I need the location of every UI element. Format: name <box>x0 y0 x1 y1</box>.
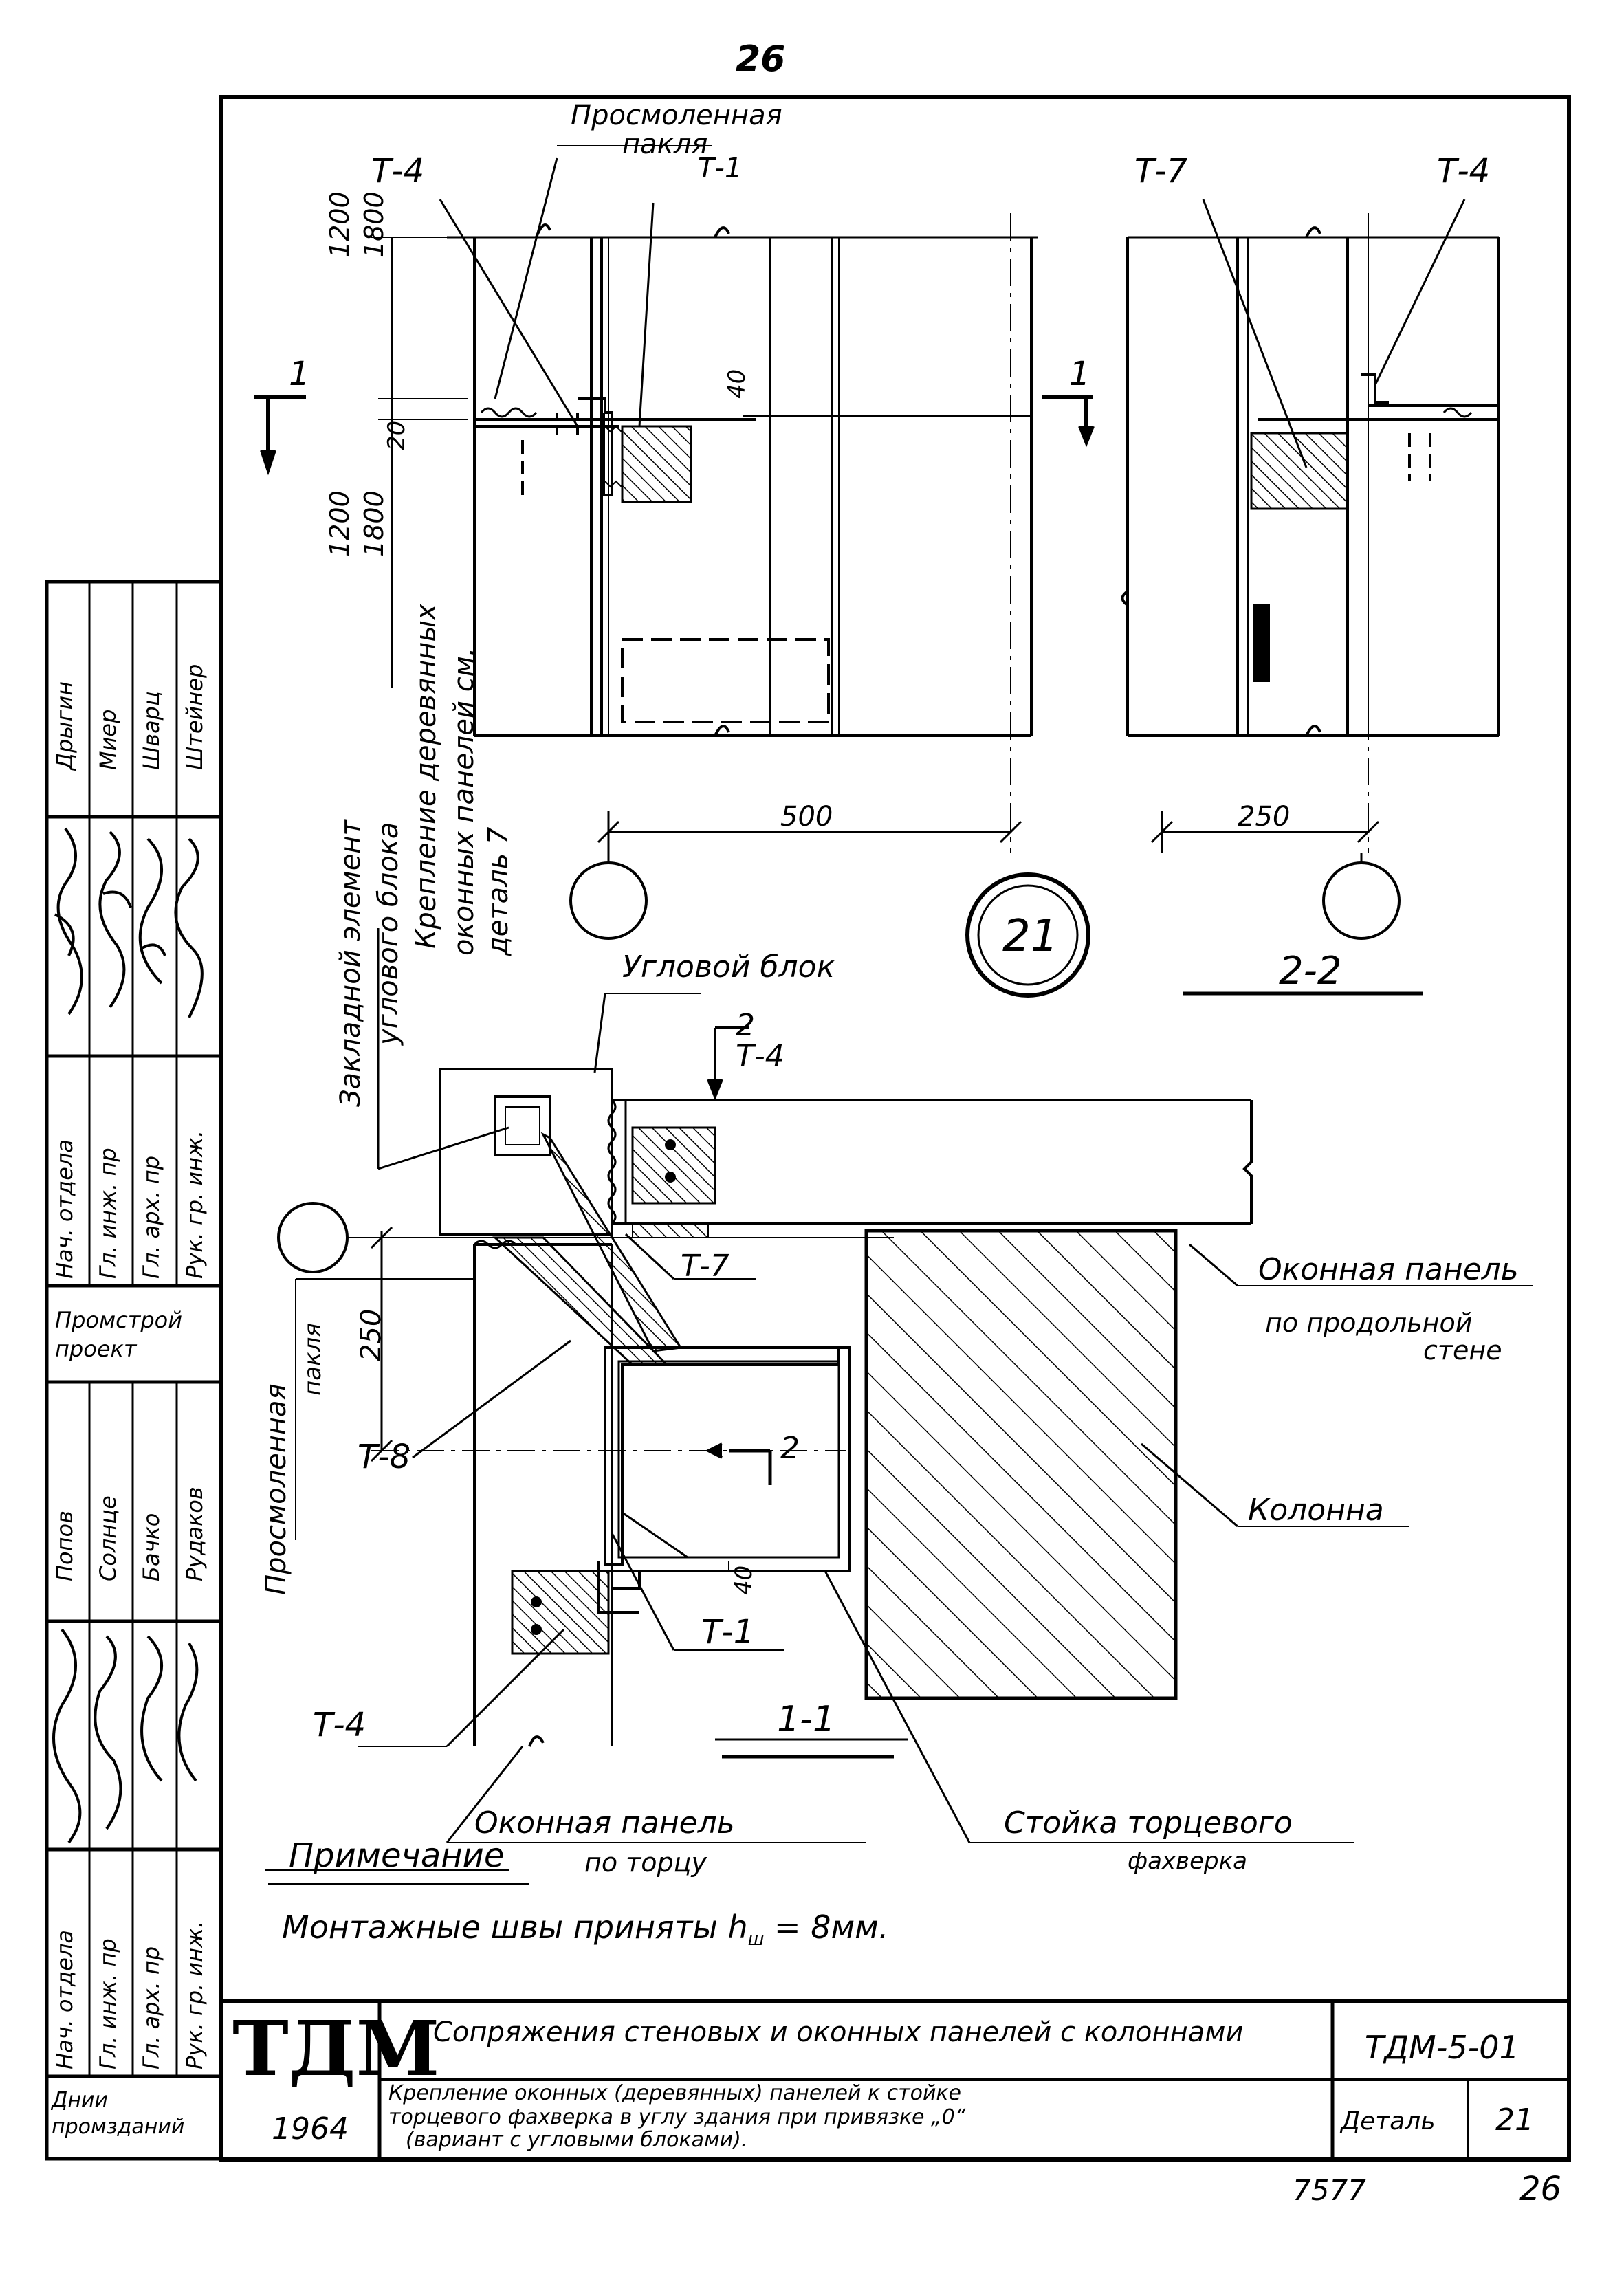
title-block-year: 1964 <box>272 2111 349 2146</box>
stamp-role-4: Рук. гр. инж. <box>182 1130 208 1279</box>
stamp-lower-name-1: Попов <box>52 1511 78 1581</box>
dim-40-bottom: 40 <box>730 1565 758 1595</box>
sheet-number-bottom: 26 <box>1519 2170 1562 2208</box>
view-title-2-2: 2-2 <box>1279 949 1342 993</box>
label-t4-left: Т-4 <box>371 152 425 190</box>
label-window-panel-long-2: по продольной <box>1265 1308 1473 1338</box>
label-t1-plan: Т-1 <box>701 1613 755 1651</box>
stamp-lower-role-2: Гл. инж. пр <box>95 1938 121 2069</box>
label-t4-right: Т-4 <box>1437 152 1491 190</box>
section-2-2-view <box>254 145 1500 998</box>
title-block-subtitle-2: торцевого фахверка в углу здания при при… <box>388 2105 966 2129</box>
stamp-lower-name-2: Солнце <box>95 1495 121 1581</box>
section-1-right: 1 <box>1069 355 1090 393</box>
dim-1200-bot: 1200 <box>325 490 355 557</box>
stamp-name-3: Шварц <box>138 691 164 770</box>
dim-40-top: 40 <box>723 369 751 399</box>
label-window-panel-long-3: стене <box>1423 1335 1502 1365</box>
note-fastening-wooden: Крепление деревянных <box>410 604 442 949</box>
label-t8: Т-8 <box>358 1438 411 1476</box>
signatures <box>52 827 204 1844</box>
stamp-lower-name-3: Бачко <box>138 1513 164 1581</box>
note-detail-7: деталь 7 <box>483 826 514 956</box>
title-block-detail-number: 21 <box>1495 2102 1534 2138</box>
stamp-lower-role-1: Нач. отдела <box>52 1929 78 2069</box>
section-2-bottom: 2 <box>780 1431 800 1466</box>
section-1-1-plan <box>265 928 1533 1885</box>
note-window-panels-see: оконных панелей см. <box>448 647 480 956</box>
view-title-1-1: 1-1 <box>777 1699 835 1740</box>
note-text-end: = 8мм. <box>764 1909 889 1946</box>
label-tarred-oakum-plan-2: пакля <box>299 1323 327 1396</box>
title-block-detail-label: Деталь <box>1341 2107 1436 2135</box>
title-block-subtitle-3: (вариант с угловыми блоками). <box>406 2128 748 2152</box>
stamp-lower-role-4: Рук. гр. инж. <box>182 1920 208 2069</box>
stamp-org: Промстрой проект <box>55 1307 183 1362</box>
note-corner-block-of: углового блока <box>373 822 404 1045</box>
detail-circle-number: 21 <box>1002 911 1059 962</box>
note-text-main: Монтажные швы приняты h <box>282 1909 748 1946</box>
section-2-top: 2 <box>736 1008 755 1043</box>
sheet-number-top: 26 <box>736 39 786 80</box>
label-t7-plan: Т-7 <box>681 1249 729 1284</box>
label-corner-block: Угловой блок <box>622 949 835 985</box>
title-block-title: Сопряжения стеновых и оконных панелей с … <box>433 2017 1244 2048</box>
dim-250-top: 250 <box>1238 801 1291 833</box>
title-block-subtitle-1: Крепление оконных (деревянных) панелей к… <box>388 2081 962 2105</box>
label-t7-top: Т-7 <box>1134 152 1188 190</box>
sheet-frame <box>45 95 1571 2162</box>
label-column: Колонна <box>1248 1493 1384 1528</box>
stamp-lower-role-3: Гл. арх. пр <box>138 1946 164 2069</box>
stamp-name-1: Дрыгин <box>52 681 78 770</box>
dim-500: 500 <box>780 801 833 833</box>
archive-number: 7577 <box>1293 2173 1366 2207</box>
section-1-left: 1 <box>289 355 310 393</box>
title-block-code: ТДМ-5-01 <box>1365 2029 1519 2066</box>
dim-1200-top: 1200 <box>325 191 355 258</box>
label-tarred-oakum-top-2: пакля <box>622 129 708 160</box>
dim-1800-top: 1800 <box>359 191 389 258</box>
stamp-role-1: Нач. отдела <box>52 1139 78 1279</box>
note-title: Примечание <box>289 1836 505 1875</box>
label-window-panel-end: Оконная панель <box>474 1805 735 1841</box>
stamp-role-3: Гл. арх. пр <box>138 1155 164 1279</box>
stamp-lower-name-4: Рудаков <box>182 1486 208 1581</box>
label-window-panel-end-2: по торцу <box>584 1847 707 1878</box>
note-text-sub: ш <box>747 1929 765 1951</box>
label-tarred-oakum-top: Просмоленная <box>571 100 782 131</box>
stamp-org-bottom: Днии промзданий <box>52 2088 185 2139</box>
label-t1-top: Т-1 <box>698 153 743 184</box>
dim-250-left: 250 <box>355 1308 387 1361</box>
title-block-logo: ТДМ <box>232 2004 440 2093</box>
stamp-name-2: Миер <box>95 709 121 770</box>
dim-20: 20 <box>383 420 410 450</box>
stamp-role-2: Гл. инж. пр <box>95 1148 121 1279</box>
label-t4-sec2: Т-4 <box>736 1039 784 1074</box>
stamp-name-4: Штейнер <box>182 663 208 770</box>
label-window-panel-long: Оконная панель <box>1258 1252 1519 1287</box>
label-t4-plan: Т-4 <box>313 1706 366 1744</box>
label-tarred-oakum-plan: Просмоленная <box>261 1383 292 1595</box>
label-post: Стойка торцевого <box>1004 1805 1293 1841</box>
dim-1800-bot: 1800 <box>359 490 389 557</box>
label-post-2: фахверка <box>1128 1847 1247 1875</box>
note-embedded-element: Закладной элемент <box>335 820 366 1107</box>
note-text: Монтажные швы приняты hш = 8мм. <box>282 1911 889 1948</box>
